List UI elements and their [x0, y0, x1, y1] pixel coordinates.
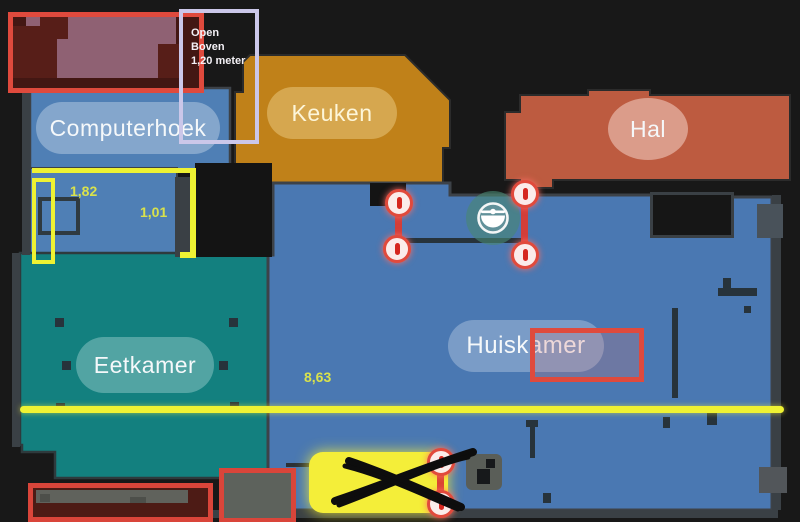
obstacle-blob — [757, 204, 783, 238]
room-label-eetkamer[interactable]: Eetkamer — [76, 337, 214, 393]
furniture-edge — [398, 238, 523, 243]
dock-icon[interactable] — [463, 188, 523, 248]
no-go-pin[interactable] — [385, 189, 413, 217]
connector-line — [286, 463, 312, 467]
red-highlight-rect-object — [219, 468, 296, 522]
furniture-outline — [38, 197, 80, 235]
pin-bar-icon — [394, 243, 400, 255]
chair-leg-dot — [219, 361, 228, 370]
chair-leg-dot — [62, 361, 71, 370]
furniture-edge — [672, 308, 678, 398]
obstacle-blob-hole — [486, 459, 495, 468]
pin-bar-icon — [522, 188, 528, 200]
furniture-bar-detail — [40, 494, 50, 502]
room-label-text: Huiskamer — [466, 332, 586, 359]
obstacle-blob-hole — [477, 469, 490, 484]
wall-segment — [12, 253, 20, 447]
wall-notch — [650, 192, 734, 238]
room-label-text: Keuken — [291, 99, 373, 126]
pin-bar-icon — [438, 498, 444, 510]
furniture-bar-detail — [130, 497, 146, 503]
no-go-line[interactable] — [521, 194, 528, 255]
measurement-value: 8,63 — [304, 369, 332, 385]
wall-segment — [175, 177, 190, 257]
room-label-huiskamer[interactable]: Huiskamer — [448, 320, 604, 372]
yellow-marker-line — [20, 406, 784, 413]
dock-bowl — [481, 215, 505, 228]
room-label-hal[interactable]: Hal — [608, 98, 688, 160]
no-go-pin[interactable] — [427, 448, 455, 476]
obstacle-dot — [663, 417, 670, 428]
note-line: 1,20 meter — [191, 55, 246, 67]
furniture-bar — [36, 490, 188, 503]
pin-bar-icon — [396, 197, 402, 209]
obstacle-dot — [707, 413, 717, 425]
furniture-edge — [530, 420, 535, 458]
measure-rect — [32, 178, 55, 264]
measure-line-vertical — [190, 168, 196, 258]
wall-segment — [22, 88, 30, 255]
furniture-edge — [718, 288, 757, 296]
no-go-pin[interactable] — [383, 235, 411, 263]
red-highlight-rect-huiskamer — [530, 328, 644, 382]
room-label-keuken[interactable]: Keuken — [267, 87, 397, 139]
unmapped-area — [195, 163, 272, 257]
lavender-highlight-rect — [179, 9, 259, 144]
furniture-edge — [723, 278, 731, 288]
note-line: Boven — [191, 41, 225, 53]
measure-line-horizontal — [32, 168, 195, 173]
highlight-rect-shadow — [158, 44, 180, 78]
note-line: Open — [191, 27, 220, 39]
room-computerhoek[interactable] — [28, 86, 232, 172]
measurement-value: 1,82 — [70, 183, 98, 199]
chair-leg-dot — [55, 318, 64, 327]
highlight-rect-shadow — [40, 17, 68, 39]
open-boven-note: Open Boven 1,20 meter — [191, 26, 249, 68]
pin-bar-icon — [438, 456, 444, 468]
no-go-pin[interactable] — [511, 241, 539, 269]
no-go-line[interactable] — [395, 203, 402, 249]
obstacle-blob — [759, 467, 787, 493]
wall-segment — [213, 510, 778, 518]
obstacle-dot — [744, 306, 751, 313]
room-label-text: Eetkamer — [93, 351, 197, 378]
dock-knob — [490, 208, 496, 215]
room-label-text: Hal — [629, 115, 666, 142]
chair-leg-dot — [229, 318, 238, 327]
pin-bar-icon — [522, 249, 528, 261]
measurement-value: 1,01 — [140, 204, 168, 220]
no-go-pin[interactable] — [511, 180, 539, 208]
obstacle-dot — [543, 493, 551, 503]
no-go-pin[interactable] — [427, 490, 455, 518]
measure-line-foot — [180, 252, 192, 258]
wall-segment — [772, 195, 781, 510]
